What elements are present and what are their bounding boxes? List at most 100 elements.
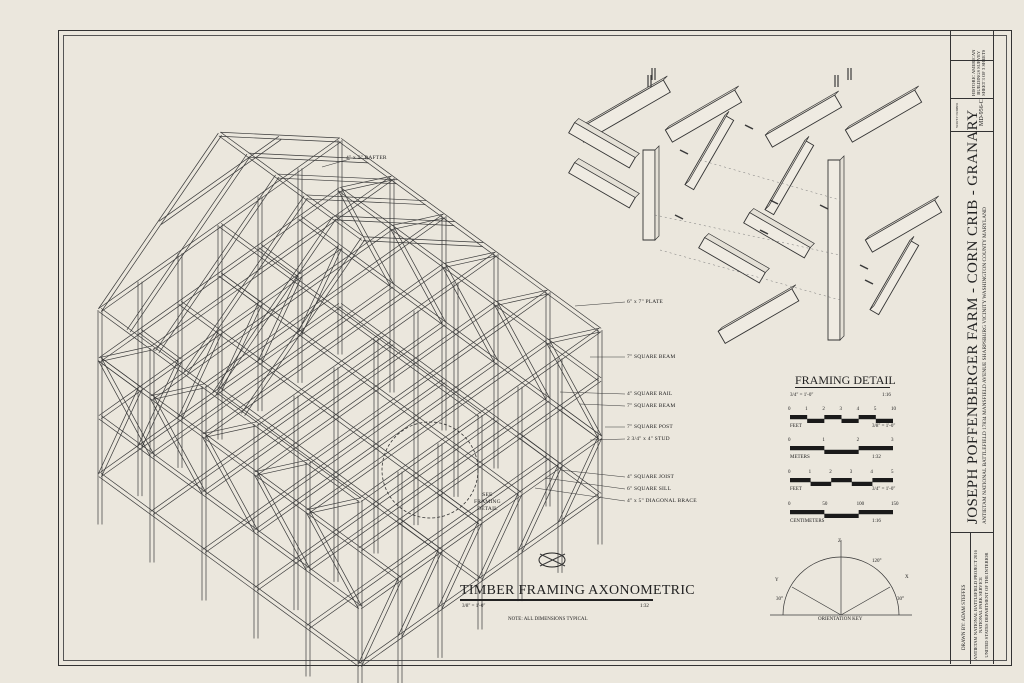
scale-bar-segment [824, 514, 859, 518]
sheet-main-title: JOSEPH POFFENBERGER FARM - CORN CRIB - G… [965, 109, 981, 524]
scale-unit-label: FEET [790, 487, 802, 492]
diagonal-brace [178, 304, 220, 335]
assembly-line [699, 159, 841, 201]
scale-bar-segment [858, 415, 876, 419]
scale-tick-label: 1 [822, 438, 825, 443]
beam [152, 228, 394, 400]
diagonal-brace [256, 463, 309, 476]
plate-timber [844, 89, 923, 143]
beam [98, 360, 360, 552]
detail-callout-circle [381, 421, 479, 519]
beam [340, 138, 602, 329]
rafter [248, 152, 369, 160]
scale-tick-label: 4 [856, 407, 860, 412]
diagonal-brace [441, 266, 495, 363]
diagonal-brace [398, 522, 440, 553]
peg [864, 279, 874, 285]
callout-square-post: 7" SQUARE POST [627, 424, 673, 430]
see-detail-line: DETAIL [477, 506, 498, 512]
framing-detail-ratio: 1:16 [882, 393, 891, 398]
title-block-divider [993, 30, 994, 664]
beam [254, 301, 496, 473]
angle-right-label: 30° [897, 597, 904, 602]
callout-rafter: 4" x 5" RAFTER [346, 155, 387, 161]
scale-tick-label: 1 [805, 407, 808, 412]
beam [98, 138, 340, 309]
rafter [129, 156, 251, 333]
diagonal-brace [437, 521, 479, 608]
diagonal-brace [444, 255, 497, 268]
diagonal-brace [218, 275, 260, 306]
beam [100, 357, 362, 549]
callout-sill: 6" SQUARE SILL [627, 486, 672, 492]
rafter [126, 153, 248, 330]
scale-ratio-label: 1:32 [872, 455, 881, 460]
scale-unit-label: FEET [790, 424, 802, 429]
diagonal-brace [560, 405, 602, 436]
diagonal-brace [97, 360, 151, 457]
scale-ratio-label: 3/8" = 1'-0" [872, 424, 896, 429]
diagonal-brace [397, 549, 439, 636]
scale-tick-label: 0 [788, 438, 791, 443]
beam [358, 377, 600, 549]
brace-timber [764, 139, 815, 216]
orientation-key-label: ORIENTATION KEY [818, 617, 863, 622]
scale-tick-label: 3 [891, 438, 894, 443]
peg [759, 229, 769, 235]
rafter [183, 195, 305, 372]
beam [98, 311, 360, 502]
brace-timber [684, 111, 730, 185]
plate-timber [665, 85, 739, 131]
rail-timber [574, 118, 640, 158]
diagonal-brace [138, 332, 180, 363]
scale-tick-label: 10 [891, 407, 896, 412]
rafter [215, 218, 337, 395]
diagonal-brace [205, 434, 259, 531]
beam [152, 286, 394, 458]
diagonal-brace [253, 474, 307, 571]
scale-bar-segment [841, 419, 859, 423]
callout-leader [559, 469, 626, 478]
diagonal-brace [441, 522, 483, 610]
diagonal-brace [297, 246, 339, 333]
diagonal-brace [204, 425, 257, 438]
brace-timber [869, 236, 915, 310]
scale-tick-label: 5 [873, 407, 877, 412]
scale-bar-segment [831, 478, 852, 482]
plate-timber [765, 90, 839, 136]
scale-unit-label: CENTIMETERS [790, 519, 825, 524]
diagonal-brace [477, 492, 519, 580]
diagonal-brace [517, 464, 559, 551]
beam [360, 496, 602, 667]
scale-bar-segment [872, 478, 893, 482]
diagonal-brace [101, 358, 155, 455]
scale-tick-label: 5 [891, 470, 894, 475]
plate-timber [576, 75, 668, 131]
axis-z-label: Z [838, 539, 842, 544]
collar-beam [160, 139, 282, 225]
diagonal-brace [101, 389, 143, 476]
beam [98, 476, 360, 667]
see-detail-line: SEE [482, 492, 493, 498]
scale-tick-label: 0 [788, 470, 791, 475]
diagonal-brace [337, 190, 391, 287]
axonometric-scale-ratio: 1:32 [640, 604, 649, 609]
scale-tick-label: 2 [856, 438, 860, 443]
rafter [363, 236, 484, 243]
diagonal-brace [257, 274, 299, 361]
beam [338, 248, 600, 440]
diagonal-brace [518, 437, 560, 468]
diagonal-brace [496, 293, 549, 306]
beam [152, 344, 394, 515]
diagonal-brace [140, 329, 182, 360]
beam [100, 473, 362, 664]
beam-timber [864, 199, 943, 253]
diagonal-brace [255, 459, 308, 472]
beam [360, 331, 602, 502]
scale-tick-label: 3 [839, 407, 843, 412]
title-block-divider [950, 30, 951, 664]
sheet-border [58, 30, 1012, 666]
diagonal-brace [257, 472, 311, 569]
beam [204, 217, 446, 388]
beam [100, 190, 342, 362]
